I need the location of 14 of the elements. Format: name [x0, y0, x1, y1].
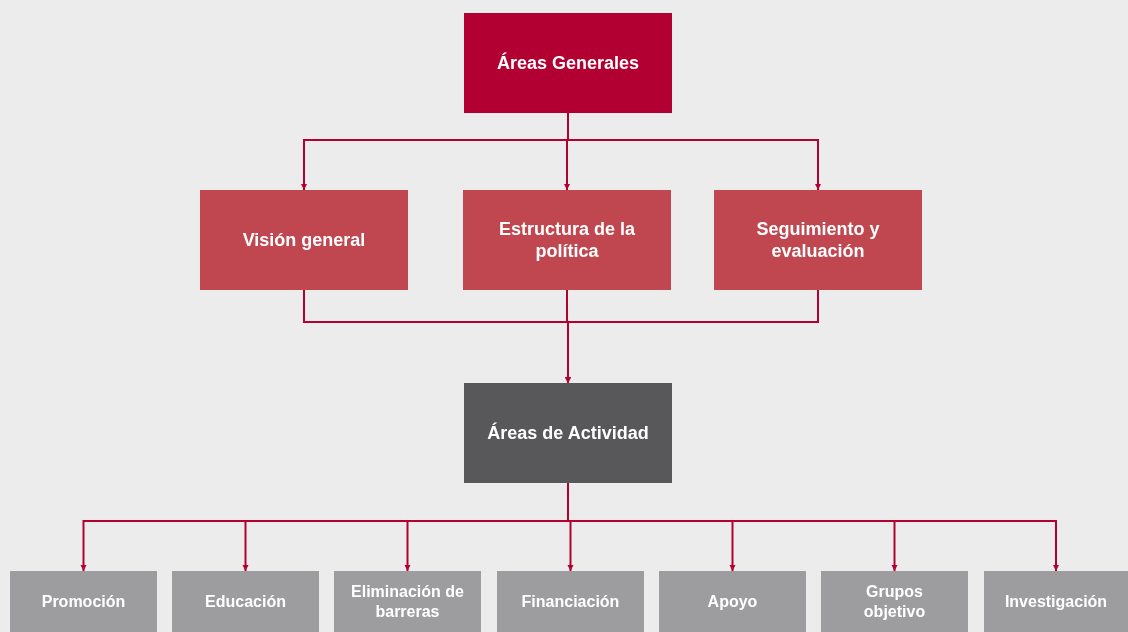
- category-box: Visión general: [200, 190, 408, 290]
- activity-box: Apoyo: [659, 571, 806, 632]
- hub-box: Áreas de Actividad: [464, 383, 672, 483]
- category-box: Seguimiento y evaluación: [714, 190, 922, 290]
- connector-arrow: [565, 289, 819, 384]
- connector-arrow: [567, 112, 821, 191]
- category-box: Estructura de la política: [463, 190, 671, 290]
- activity-box: Promoción: [10, 571, 157, 632]
- heading-box: Áreas Generales: [464, 13, 672, 113]
- activity-box: Eliminación de barreras: [334, 571, 481, 632]
- activity-box: Educación: [172, 571, 319, 632]
- activity-box: Investigación: [984, 571, 1128, 632]
- activity-box: Financiación: [497, 571, 644, 632]
- activity-box: Grupos objetivo: [821, 571, 968, 632]
